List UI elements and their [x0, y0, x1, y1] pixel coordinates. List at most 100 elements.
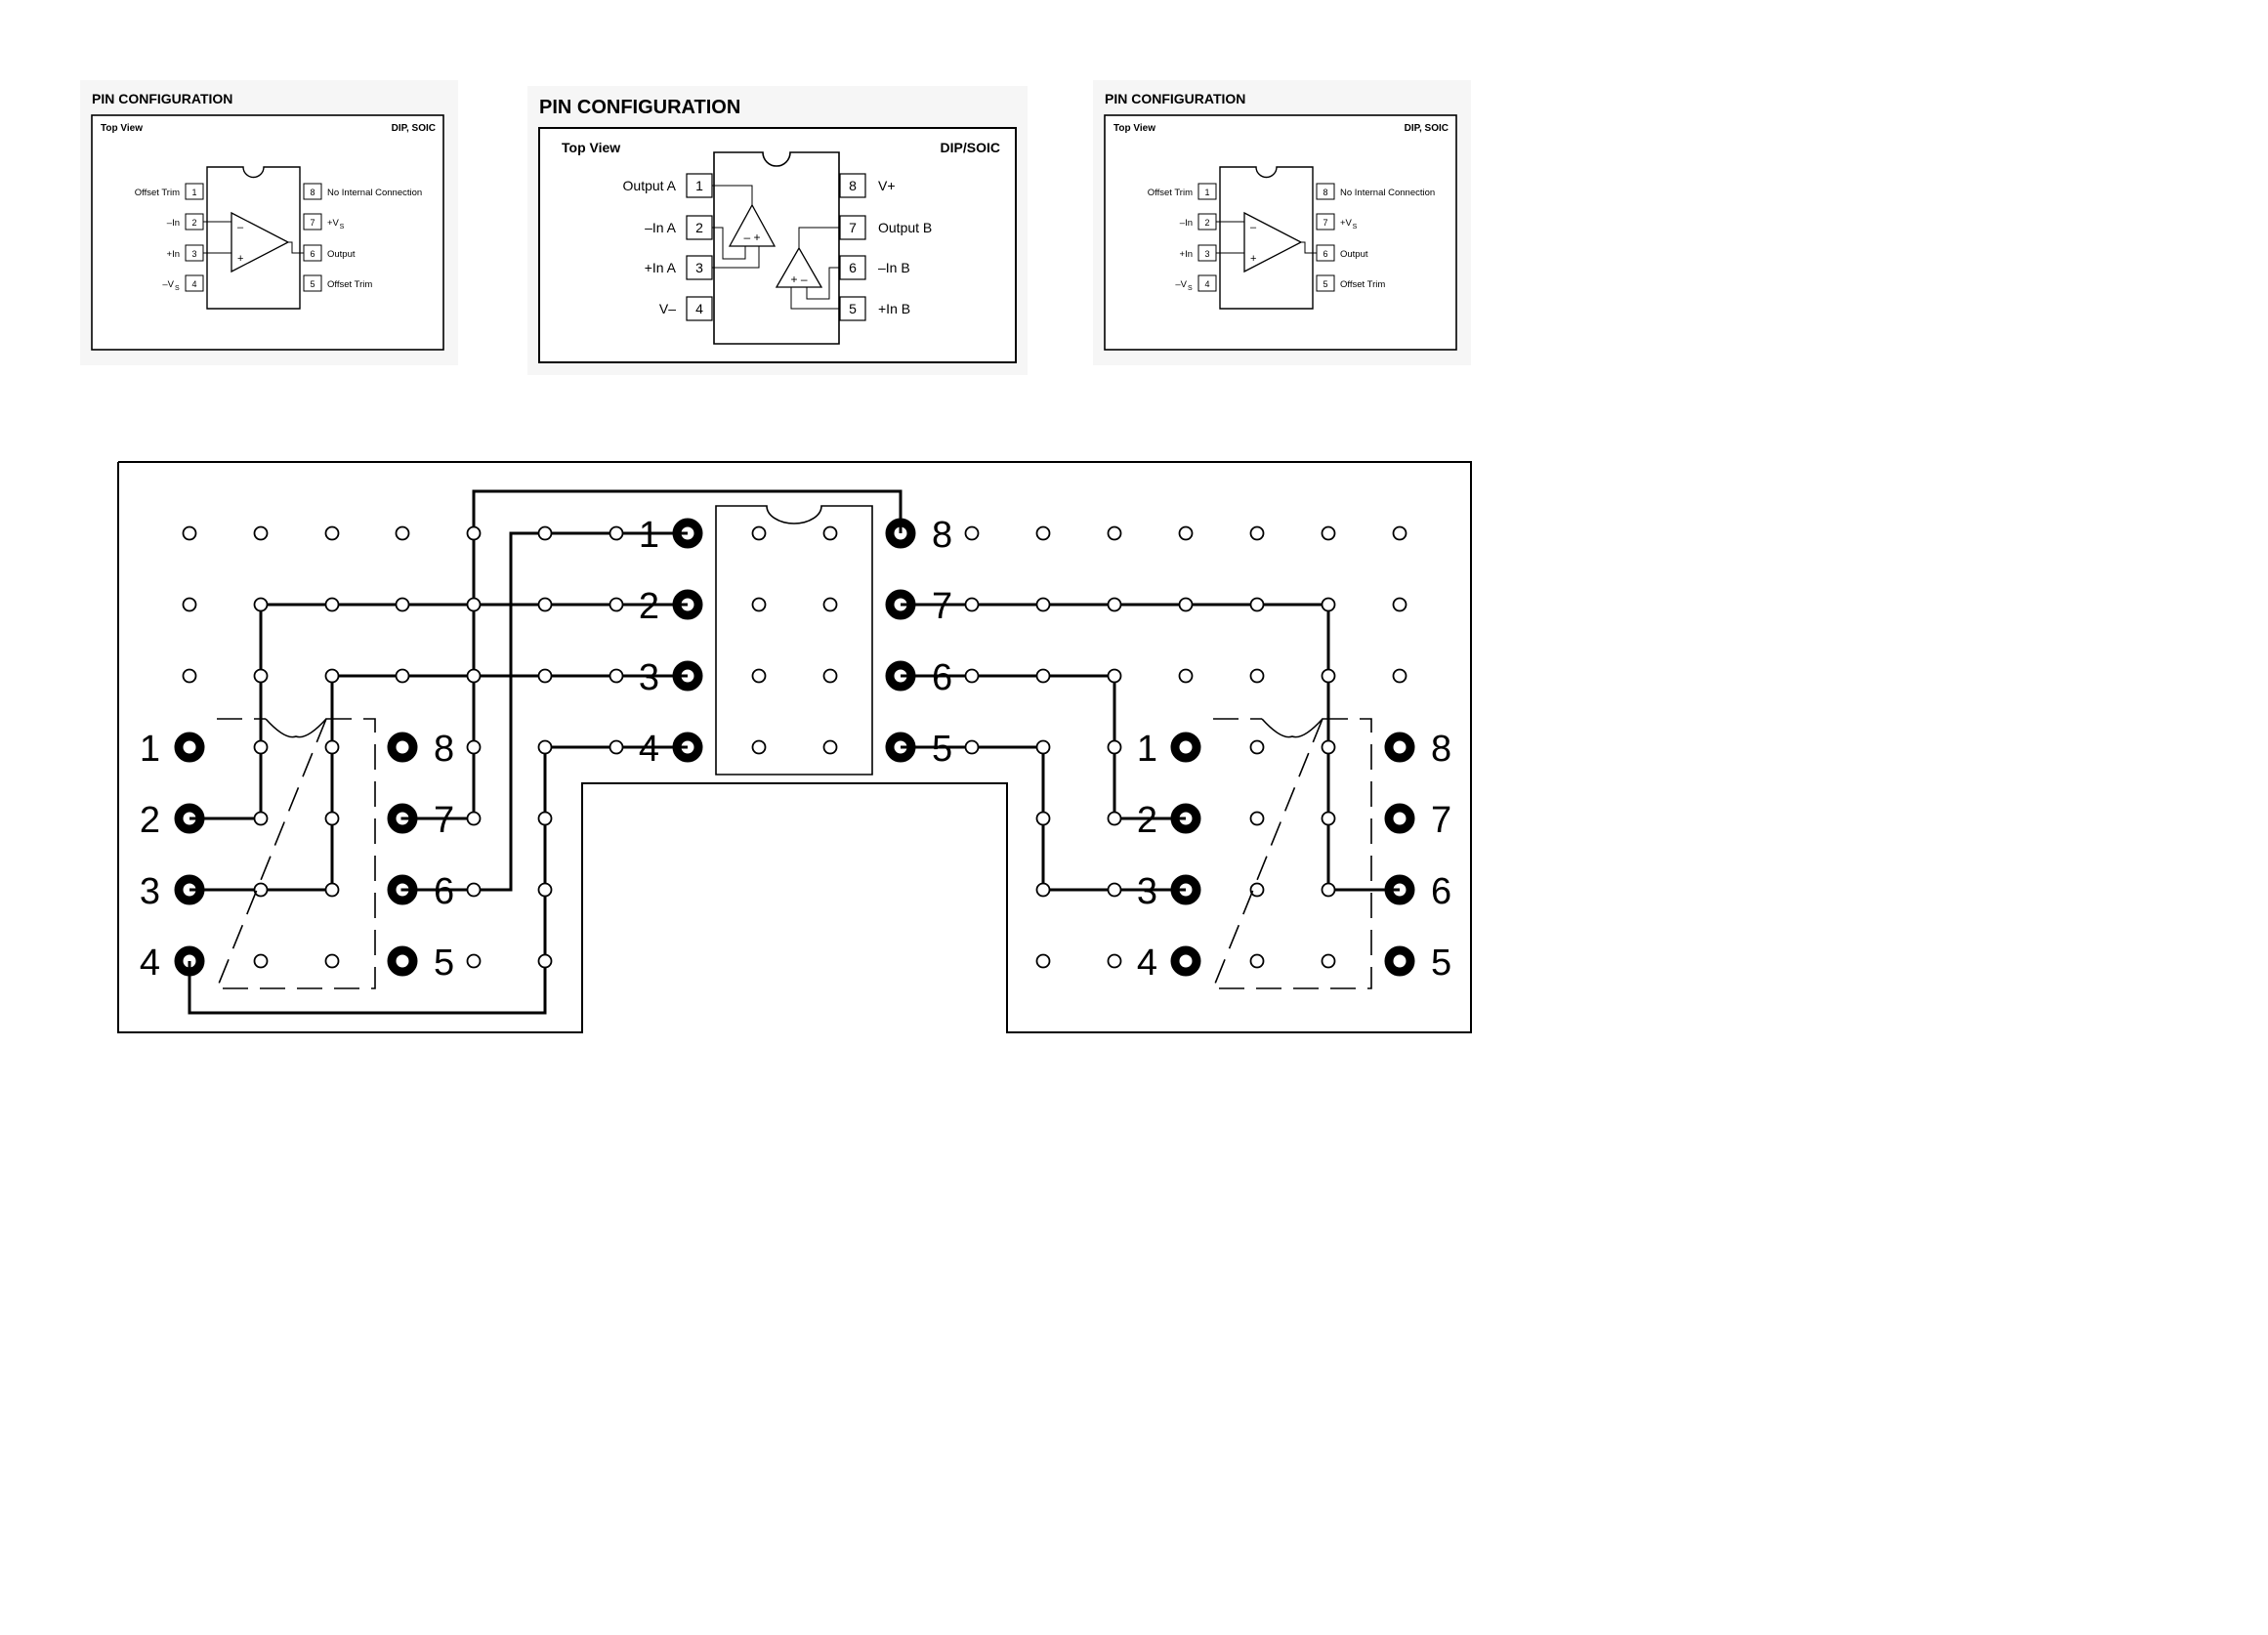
pin-number: 4 — [1204, 279, 1209, 289]
hole — [1107, 597, 1122, 612]
pin-number: 5 — [310, 279, 315, 289]
hole — [609, 525, 624, 541]
package-label: DIP, SOIC — [392, 123, 436, 134]
hole — [1392, 525, 1407, 541]
pin-label: –In A — [645, 220, 677, 235]
hole — [751, 668, 767, 684]
pin-box — [839, 173, 866, 198]
hole — [1249, 882, 1265, 898]
socket-pin-number: 3 — [639, 657, 659, 698]
adapter-pin-number: 4 — [140, 943, 160, 984]
hole — [1035, 811, 1051, 826]
solder-pad — [1170, 874, 1201, 905]
pin-label: No Internal Connection — [327, 188, 422, 198]
pin-label-subscript: S — [1188, 285, 1193, 292]
pin-label: +In B — [878, 301, 910, 316]
hole — [537, 597, 553, 612]
solder-pad — [1384, 874, 1415, 905]
socket-pin-number: 2 — [639, 586, 659, 627]
hole — [1035, 668, 1051, 684]
pin-number: 7 — [310, 218, 315, 228]
hole — [182, 525, 197, 541]
hole — [1107, 882, 1122, 898]
pin-box — [185, 183, 204, 200]
wire-pin4 — [188, 745, 688, 1015]
pin-box — [686, 296, 713, 321]
hole — [395, 668, 410, 684]
noninverting-sign: + — [1250, 253, 1256, 265]
hole — [1321, 739, 1336, 755]
board-outline — [117, 461, 1472, 1033]
hole — [1035, 597, 1051, 612]
adapter-pin-number: 6 — [1431, 871, 1451, 912]
pin-number: 1 — [1204, 188, 1209, 197]
hole — [1321, 811, 1336, 826]
panel-title: PIN CONFIGURATION — [92, 91, 232, 106]
pin-label: Output A — [623, 178, 677, 193]
panel-title: PIN CONFIGURATION — [539, 97, 740, 118]
solder-pad — [387, 945, 418, 977]
chip-body — [713, 151, 840, 345]
hole — [822, 739, 838, 755]
hole — [1249, 739, 1265, 755]
trace — [790, 287, 840, 310]
pin-label-subscript: S — [175, 285, 180, 292]
pin-label: –V — [1175, 279, 1187, 290]
trace — [806, 267, 840, 300]
hole — [466, 525, 482, 541]
hole — [537, 882, 553, 898]
pin-number: 1 — [695, 178, 703, 193]
pin-label: –In — [1180, 218, 1193, 229]
trace — [712, 246, 760, 269]
solder-pad — [387, 732, 418, 763]
hole — [609, 597, 624, 612]
pin-label: Offset Trim — [1340, 279, 1385, 290]
hole — [751, 597, 767, 612]
pin-label: Output — [327, 249, 356, 260]
hole — [324, 739, 340, 755]
solder-pad — [1384, 945, 1415, 977]
pin-number: 3 — [191, 249, 196, 259]
trace — [712, 185, 753, 205]
hole — [253, 668, 269, 684]
pin-label-subscript: S — [340, 224, 345, 231]
right-adapter-outline — [1211, 718, 1372, 989]
opamp-symbol — [231, 211, 290, 273]
hole — [1107, 668, 1122, 684]
solder-pad — [885, 589, 916, 620]
adapter-pin-number: 1 — [1137, 729, 1157, 770]
solder-pad — [1384, 732, 1415, 763]
pin-number: 5 — [1323, 279, 1327, 289]
hole — [1321, 668, 1336, 684]
pin-box — [303, 213, 322, 231]
hole — [182, 668, 197, 684]
hole — [1321, 953, 1336, 969]
pin-label: No Internal Connection — [1340, 188, 1435, 198]
datasheet-pinout-dual: PIN CONFIGURATION Top View DIP/SOIC 1 Output… — [527, 86, 1028, 375]
pin-number: 2 — [191, 218, 196, 228]
adapter-pin-number: 1 — [140, 729, 160, 770]
hole — [324, 668, 340, 684]
hole — [1321, 597, 1336, 612]
hole — [1249, 953, 1265, 969]
hole — [751, 525, 767, 541]
pin-label: Offset Trim — [327, 279, 372, 290]
pin-number: 1 — [191, 188, 196, 197]
solder-pad — [387, 874, 418, 905]
view-label: Top View — [562, 140, 620, 155]
pin-label: +In A — [645, 260, 677, 275]
package-label: DIP/SOIC — [941, 140, 1000, 155]
hole — [182, 597, 197, 612]
hole — [324, 525, 340, 541]
hole — [1107, 739, 1122, 755]
hole — [253, 953, 269, 969]
adapter-pin-number: 3 — [140, 871, 160, 912]
adapter-pin-number: 5 — [1431, 943, 1451, 984]
panel-title: PIN CONFIGURATION — [1105, 91, 1245, 106]
opamp-symbol — [1243, 211, 1303, 273]
socket-pin-number: 4 — [639, 729, 659, 770]
hole — [253, 811, 269, 826]
